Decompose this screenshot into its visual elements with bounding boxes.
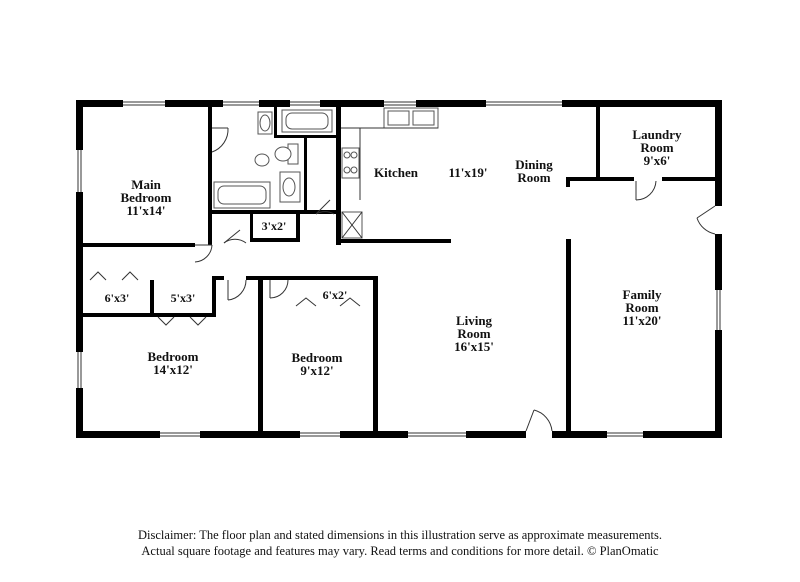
window (715, 290, 722, 330)
fixtures (213, 107, 439, 239)
window (76, 352, 83, 388)
window (408, 431, 466, 438)
wall-right (715, 100, 722, 438)
wall-laundry-bottom-b (662, 177, 715, 181)
window (384, 100, 416, 107)
room-name-line: Bedroom (291, 350, 342, 365)
wall-kitchen-bottom (336, 239, 451, 243)
disclaimer: Disclaimer: The floor plan and stated di… (0, 527, 800, 559)
wall-family-left (566, 239, 571, 431)
wall-mainbed-bottom (83, 243, 195, 247)
wall-closet-bottom (250, 238, 300, 242)
window (290, 100, 320, 107)
wall-laundry-stub (566, 177, 570, 187)
exterior-walls (76, 100, 722, 438)
room-name-line: Bedroom (120, 190, 171, 205)
wall-laundry-left (596, 107, 600, 181)
room-name-line: Family (623, 287, 662, 302)
room-name-line: Main (131, 177, 161, 192)
room-dimension: 14'x12' (153, 362, 193, 377)
wall-closet-right (296, 214, 300, 240)
wall-bedroom-mid-right (373, 276, 378, 431)
room-dimension: 9'x6' (644, 153, 671, 168)
wall-bath-bottom (212, 210, 338, 214)
room-name-line: Kitchen (374, 165, 419, 180)
window (223, 100, 259, 107)
window (486, 100, 562, 107)
room-dimension: 11'x20' (622, 313, 661, 328)
room-dimension: 9'x12' (300, 363, 333, 378)
wall-bottom (76, 431, 722, 438)
exterior-doors (525, 205, 722, 438)
wall-laundry-bottom-a (566, 177, 634, 181)
wall-closet-left (250, 214, 253, 240)
toilet (254, 153, 270, 167)
room-dimension: 16'x15' (454, 339, 494, 354)
closet-dimension: 5'x3' (171, 291, 196, 305)
wall-bath-mid (274, 135, 336, 138)
wall-closet53-right (212, 276, 216, 317)
room-name-line: Room (625, 300, 658, 315)
room-name-line: Bedroom (147, 349, 198, 364)
wall-bedroom-left-right (258, 280, 263, 431)
window (160, 431, 200, 438)
windows (76, 100, 722, 438)
wall-closets-bottom (83, 313, 215, 317)
disclaimer-line: Disclaimer: The floor plan and stated di… (138, 528, 662, 542)
wall-left (76, 100, 83, 438)
wall-mainbed-right (208, 107, 212, 245)
window (123, 100, 165, 107)
room-name-line: Living (456, 313, 493, 328)
room-dimension: 11'x19' (448, 165, 487, 180)
closet-dimension: 6'x2' (323, 288, 348, 302)
room-name-line: Laundry (632, 127, 682, 142)
disclaimer-line: Actual square footage and features may v… (141, 544, 659, 558)
interior-doors (89, 127, 657, 326)
room-labels: Main Bedroom 11'x14' Kitchen 11'x19' Din… (105, 127, 682, 378)
wall-hall-stub (212, 276, 224, 280)
room-name-line: Room (457, 326, 490, 341)
window (607, 431, 643, 438)
wall-hall-bottom (246, 276, 376, 280)
wall-bath-right (336, 107, 341, 245)
closet-dimension: 3'x2' (262, 219, 287, 233)
interior-walls (83, 107, 715, 431)
room-dimension: 11'x14' (126, 203, 165, 218)
stove (341, 147, 360, 179)
wall-bath-divider (274, 107, 277, 135)
room-name-line: Room (517, 170, 550, 185)
wall-bath-vert (304, 138, 307, 213)
room-name-line: Dining (515, 157, 553, 172)
window (300, 431, 340, 438)
room-name-line: Room (640, 140, 673, 155)
window (76, 150, 83, 192)
wall-closet-divider (150, 280, 154, 317)
closet-dimension: 6'x3' (105, 291, 130, 305)
